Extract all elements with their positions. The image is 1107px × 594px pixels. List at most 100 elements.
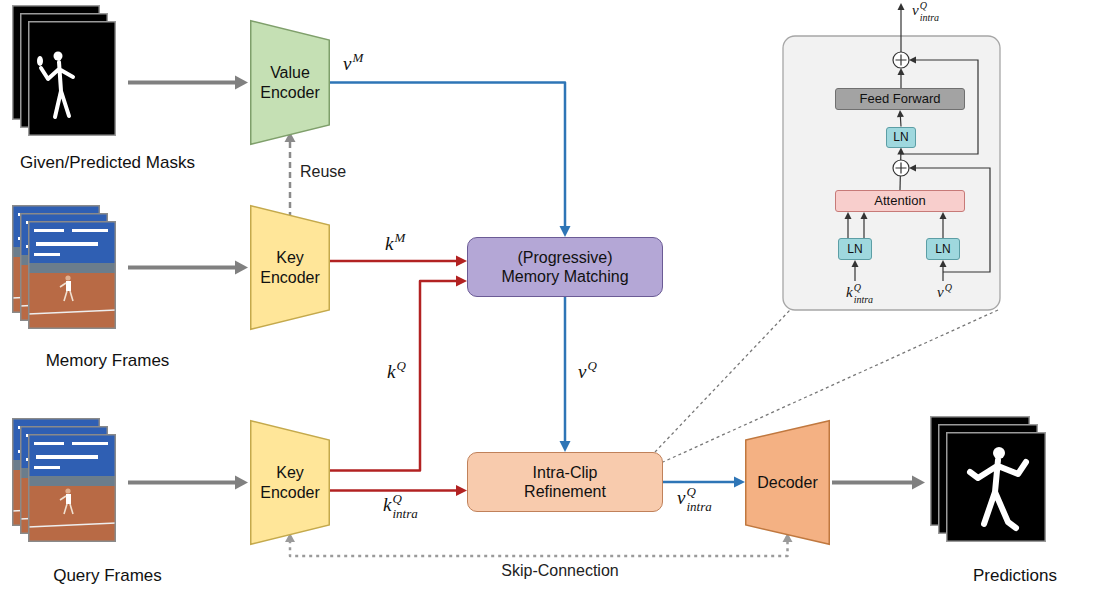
arrowhead (560, 226, 571, 237)
node-label: (Progressive) Memory Matching (495, 248, 635, 286)
arrowhead (560, 441, 571, 452)
node-label: Decoder (757, 473, 817, 492)
math-index: Q (854, 282, 861, 293)
node-label: Key Encoder (256, 463, 324, 501)
arrowhead (235, 76, 248, 90)
node-label: Intra-Clip Refinement (495, 463, 635, 501)
math-index: Q (686, 485, 695, 499)
arrowhead (456, 485, 467, 496)
text-holder: (Progressive) Memory Matching (468, 238, 662, 296)
connector-line (330, 260, 458, 263)
memory-matching-box: (Progressive) Memory Matching (467, 237, 663, 297)
sum-symbol (893, 52, 909, 68)
arrowhead (456, 276, 467, 287)
connector-arrow (330, 83, 571, 238)
node-label: Value Encoder (256, 63, 324, 101)
connector-line (290, 540, 788, 556)
arrowhead (235, 261, 248, 275)
mask-frames: Given/Predicted Masks (5, 5, 210, 173)
node-label: Key Encoder (256, 248, 324, 286)
trapezoid-shape (251, 206, 330, 330)
connector-arrow (285, 132, 296, 218)
trapezoid-shape (746, 421, 830, 545)
refinement-box: Intra-Clip Refinement (467, 452, 663, 512)
connector-arrow (845, 212, 868, 238)
node-label: LN (893, 130, 908, 144)
attention-box: Attention (835, 190, 965, 212)
math-index: intra (920, 12, 939, 23)
wire-arrowheads (852, 3, 947, 267)
math-index: Q (396, 359, 405, 373)
sum-symbol (893, 160, 909, 176)
math-symbol: v (937, 284, 944, 301)
text-holder: Decoder (745, 420, 830, 545)
math-symbol: v (343, 54, 351, 75)
inset-panel (783, 36, 1000, 310)
connector-arrow (940, 212, 947, 238)
feed-forward-box: Feed Forward (835, 88, 965, 110)
math-index: intra (392, 507, 417, 521)
prediction-frame (947, 433, 1046, 542)
layer-norm-box: LN (838, 238, 872, 260)
prediction-frames: Predictions (925, 416, 1105, 586)
math-index: Q (920, 0, 927, 11)
math-symbol: v (578, 362, 586, 383)
residual-wires (855, 10, 990, 281)
node-label: LN (935, 242, 950, 256)
connector-line (330, 281, 458, 471)
math-symbol: k (383, 495, 391, 516)
arrowhead (912, 476, 925, 490)
video-frame (28, 221, 116, 329)
connector-arrow (832, 476, 925, 490)
node-label: Attention (874, 193, 925, 209)
key-encoder: Key Encoder (250, 420, 330, 545)
arrowhead (861, 212, 868, 219)
arrowhead (235, 476, 248, 490)
layer-norm-box: LN (926, 238, 960, 260)
connector-line (128, 481, 238, 485)
key-encoder: Key Encoder (250, 205, 330, 330)
connector-line (942, 218, 943, 238)
math-symbol: k (387, 362, 395, 383)
edge-label: Skip-Connection (501, 562, 618, 580)
math-index: Q (945, 282, 952, 293)
math-index: Q (587, 359, 596, 373)
math-symbol: k (846, 284, 853, 301)
trapezoid-shape (251, 21, 330, 145)
arrowhead (940, 212, 947, 219)
node-label: Feed Forward (860, 91, 941, 107)
text-holder: Key Encoder (250, 205, 330, 330)
text-holder: Query Frames (5, 418, 210, 586)
layer-norm-box: LN (886, 127, 916, 148)
text-holder: Given/Predicted Masks (5, 5, 210, 173)
math-index: intra (854, 294, 873, 305)
connector-line (900, 116, 902, 127)
image-caption: Query Frames (53, 566, 162, 586)
arrowhead (897, 148, 904, 155)
connector-line (847, 218, 848, 238)
connector-arrow (128, 476, 248, 490)
text-holder: LN (839, 239, 871, 259)
node-label: LN (847, 242, 862, 256)
arrowhead (734, 477, 745, 488)
math-index: M (394, 231, 405, 245)
image-caption: Memory Frames (46, 351, 170, 371)
text-holder: Attention (836, 191, 964, 211)
text-holder: Predictions (925, 416, 1105, 586)
text-holder: LN (887, 128, 915, 147)
connector-line (832, 481, 915, 485)
encoder-trapezoid (250, 205, 330, 330)
decoder: Decoder (745, 420, 830, 545)
zoom-line (663, 310, 998, 462)
connector-arrow (330, 276, 467, 471)
query-frames: Query Frames (5, 418, 210, 586)
connector-arrow (128, 76, 248, 90)
math-symbol: v (677, 488, 685, 509)
zoom-line (655, 310, 790, 452)
edge-label: Reuse (300, 163, 346, 181)
encoder-trapezoid (250, 20, 330, 145)
math-index: Q (392, 492, 401, 506)
connector-arrow (285, 533, 793, 556)
connector-arrow (897, 110, 904, 127)
connector-arrow (663, 477, 745, 488)
